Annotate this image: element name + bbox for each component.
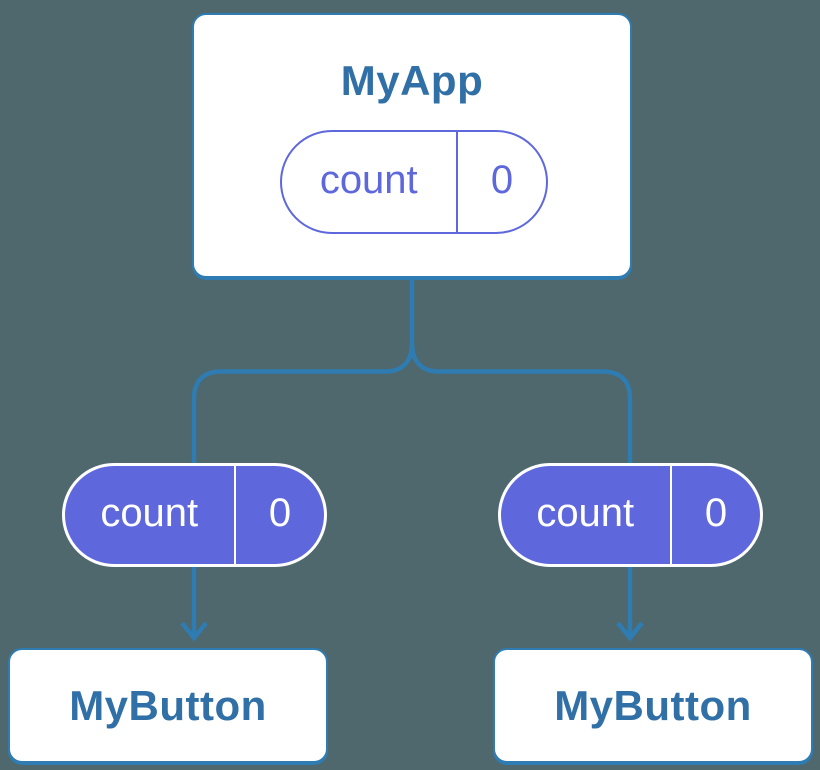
- mybutton-node-title: MyButton: [69, 681, 267, 729]
- state-name: count: [100, 491, 199, 535]
- state-name: count: [319, 158, 418, 202]
- state-value: 0: [268, 491, 292, 535]
- branch-left-line: [191, 342, 415, 470]
- state-name: count: [536, 491, 635, 535]
- branch-right-line: [409, 342, 633, 470]
- mybutton-node-right: MyButton: [493, 648, 813, 763]
- state-value: 0: [490, 158, 514, 202]
- arrow-down-right-icon: [616, 621, 644, 642]
- right-state-pill: count 0: [498, 463, 763, 567]
- state-value: 0: [704, 491, 728, 535]
- myapp-node-title: MyApp: [340, 57, 484, 104]
- arrow-down-left-icon: [180, 621, 208, 642]
- pill-divider: [233, 466, 236, 564]
- pill-divider: [455, 132, 458, 232]
- myapp-node: MyApp count 0: [192, 13, 632, 278]
- myapp-state-pill: count 0: [280, 130, 548, 234]
- mybutton-node-title: MyButton: [554, 681, 752, 729]
- left-state-pill: count 0: [62, 463, 327, 567]
- mybutton-node-left: MyButton: [8, 648, 328, 763]
- pill-divider: [669, 466, 672, 564]
